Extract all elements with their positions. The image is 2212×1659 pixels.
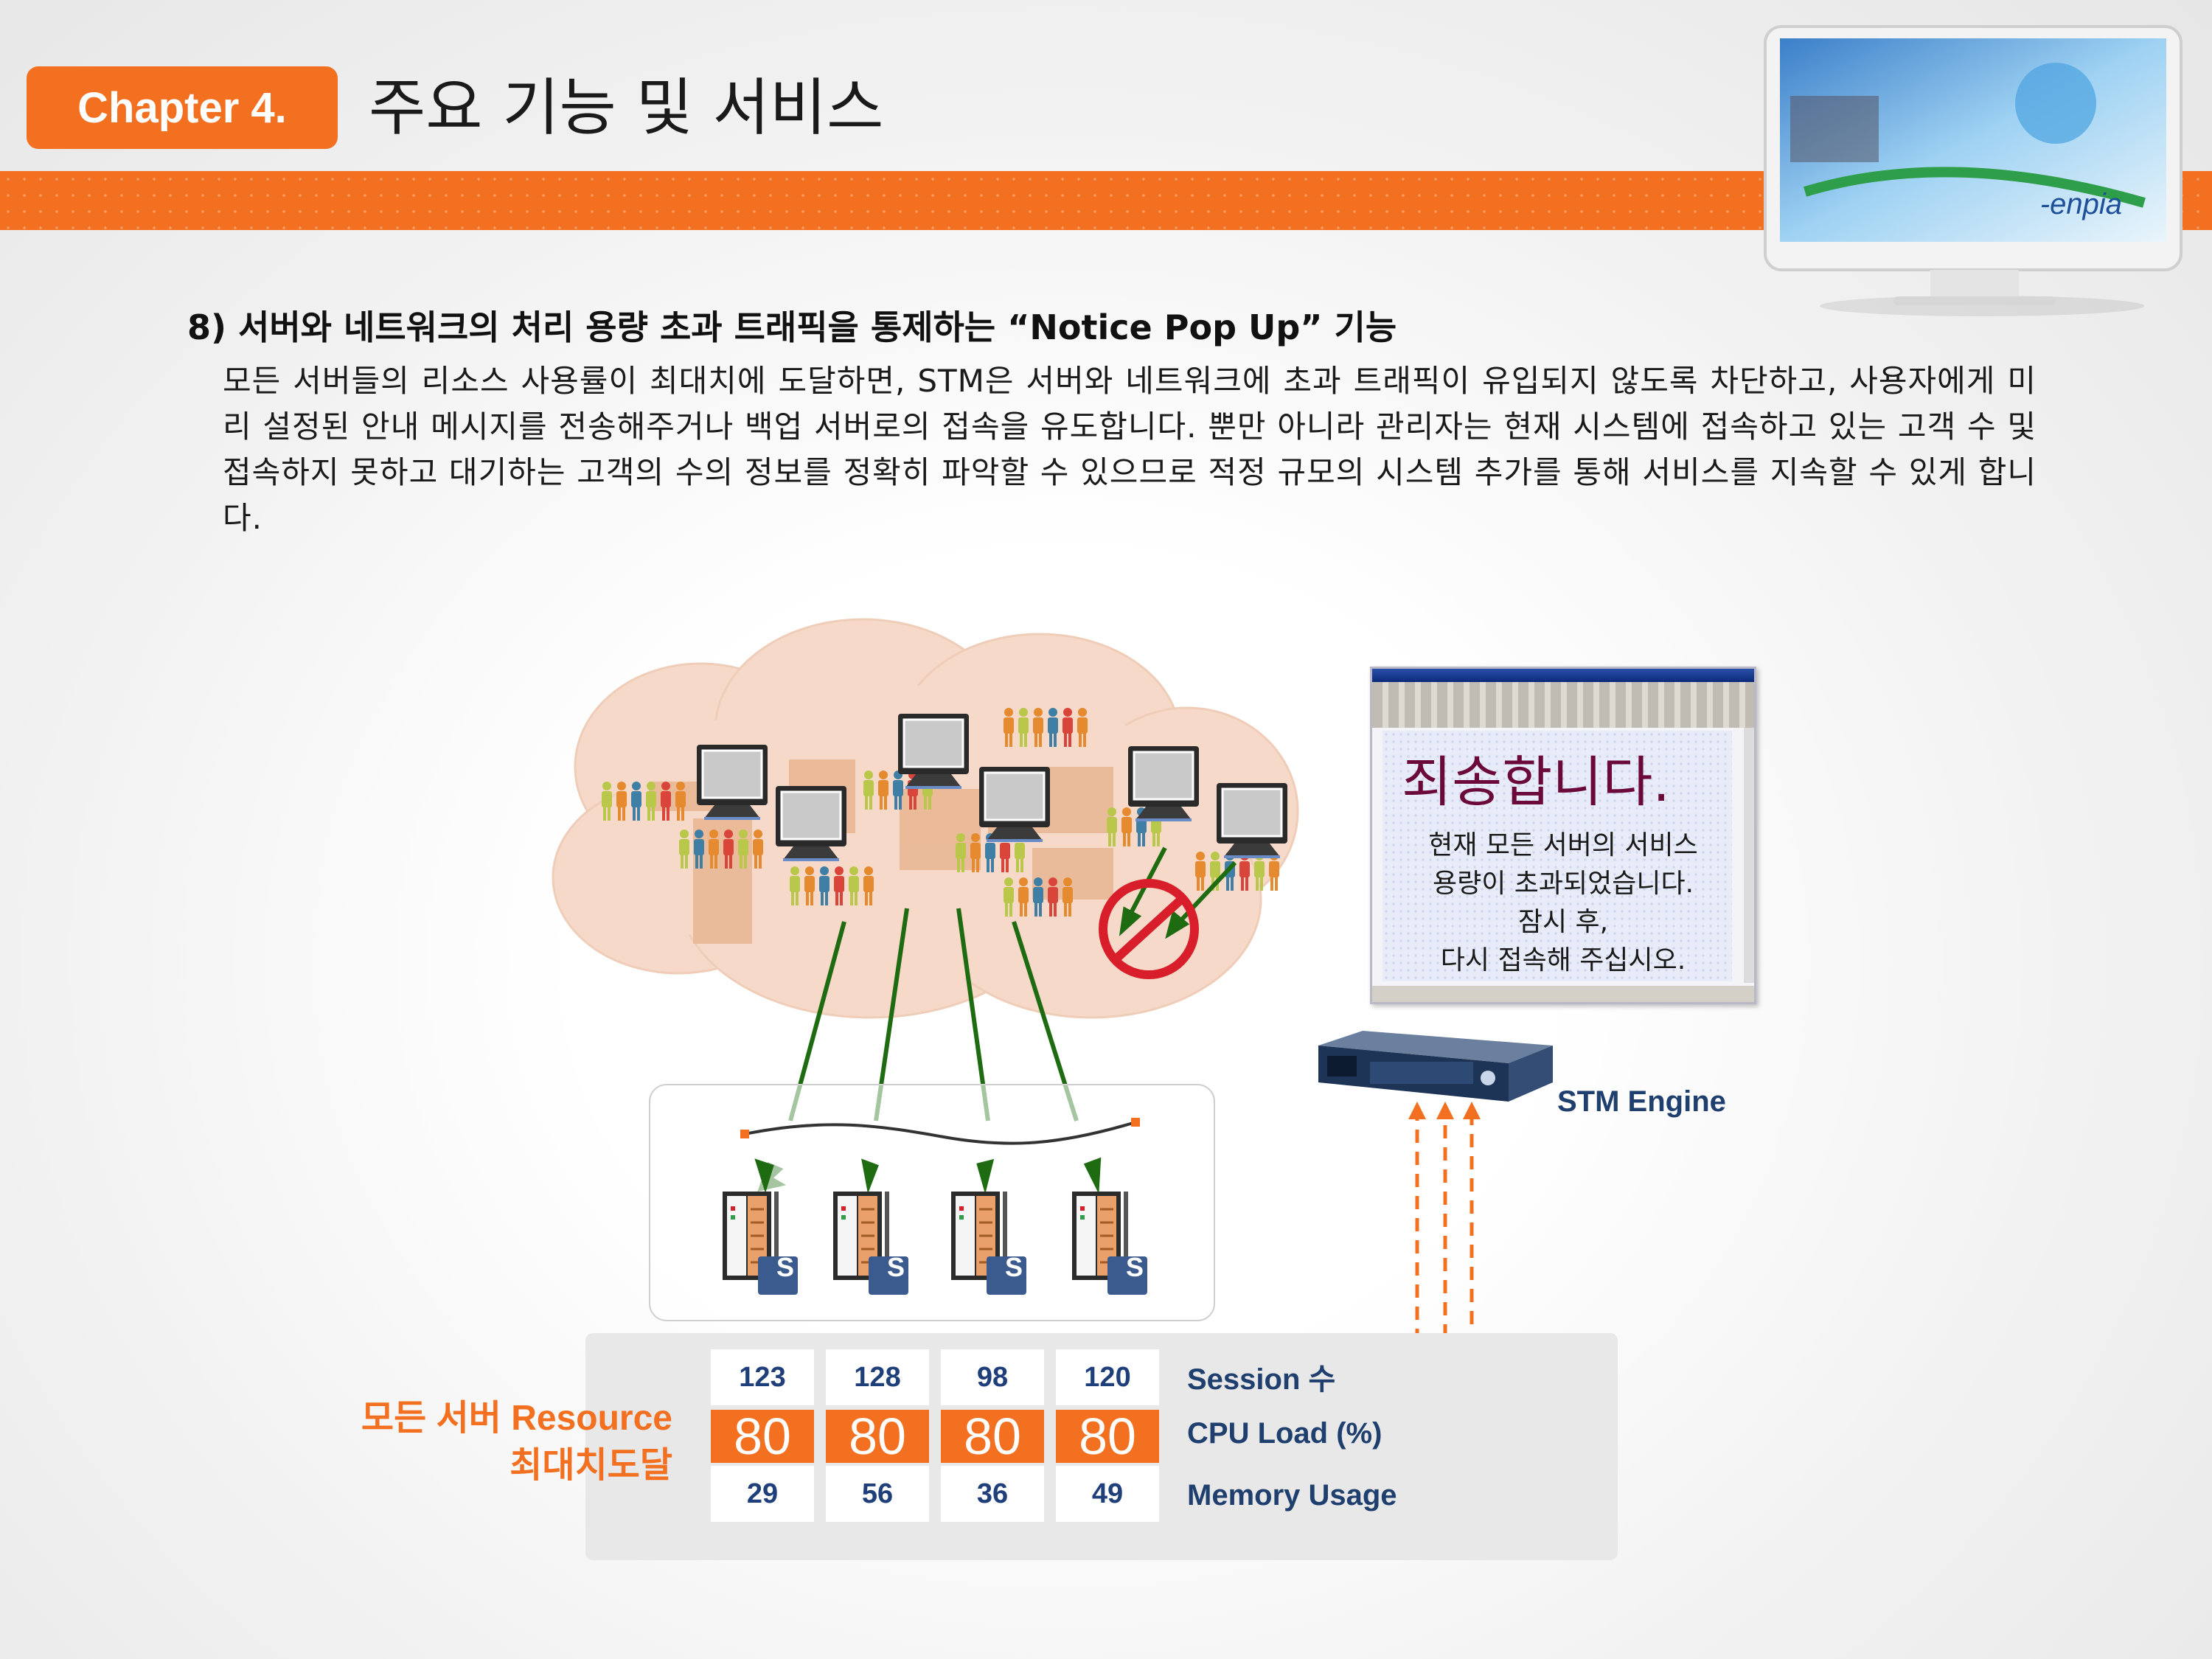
session-value: 98 [941,1349,1044,1405]
popup-statusbar [1372,986,1754,1002]
popup-line: 현재 모든 서버의 서비스 [1428,830,1698,860]
monitor-icon: -enpia [1764,25,2183,316]
memory-metric-label: Memory Usage [1187,1479,1397,1512]
memory-value: 36 [941,1466,1044,1522]
session-value: 123 [711,1349,814,1405]
section-heading: 8) 서버와 네트워크의 처리 용량 초과 트래픽을 통제하는 “Notice … [187,307,1397,347]
popup-line: 용량이 초과되었습니다. [1432,869,1694,899]
stm-engine-label: STM Engine [1557,1085,1726,1118]
server-group [723,1118,1149,1296]
notice-popup-window: 죄송합니다. 현재 모든 서버의 서비스 용량이 초과되었습니다. 잠시 후, … [1370,667,1756,1004]
cpu-value: 80 [711,1410,814,1463]
block-icon [1099,879,1199,979]
session-value: 120 [1056,1349,1159,1405]
server-badge: S [776,1252,794,1282]
chapter-badge: Chapter 4. [27,66,338,149]
server-badge: S [1004,1252,1023,1282]
resource-note: 모든 서버 Resource 최대치도달 [361,1395,672,1489]
server-badge: S [886,1252,905,1282]
session-value: 128 [826,1349,929,1405]
session-metric-label: Session 수 [1187,1363,1336,1396]
popup-content [1382,731,1732,981]
cpu-metric-label: CPU Load (%) [1187,1417,1382,1450]
popup-line: 다시 접속해 주십시오. [1440,945,1686,975]
section-body: 모든 서버들의 리소스 사용률이 최대치에 도달하면, STM은 서버와 네트워… [223,363,2037,536]
rack-server-icon [1318,1031,1553,1102]
popup-heading: 죄송합니다. [1402,751,1670,814]
popup-line: 잠시 후, [1517,907,1609,937]
popup-titlebar [1372,669,1754,682]
memory-value: 49 [1056,1466,1159,1522]
page-title: 주요 기능 및 서비스 [369,72,884,144]
cpu-value: 80 [826,1410,929,1463]
resource-note-line: 모든 서버 Resource [361,1399,672,1438]
server-badge: S [1125,1252,1144,1282]
cpu-value: 80 [1056,1410,1159,1463]
svg-text:-enpia: -enpia [2040,188,2122,220]
memory-value: 29 [711,1466,814,1522]
cpu-value: 80 [941,1410,1044,1463]
popup-scrollbar [1744,728,1754,983]
resource-note-line: 최대치도달 [509,1446,672,1485]
memory-value: 56 [826,1466,929,1522]
popup-toolbar [1372,682,1754,728]
